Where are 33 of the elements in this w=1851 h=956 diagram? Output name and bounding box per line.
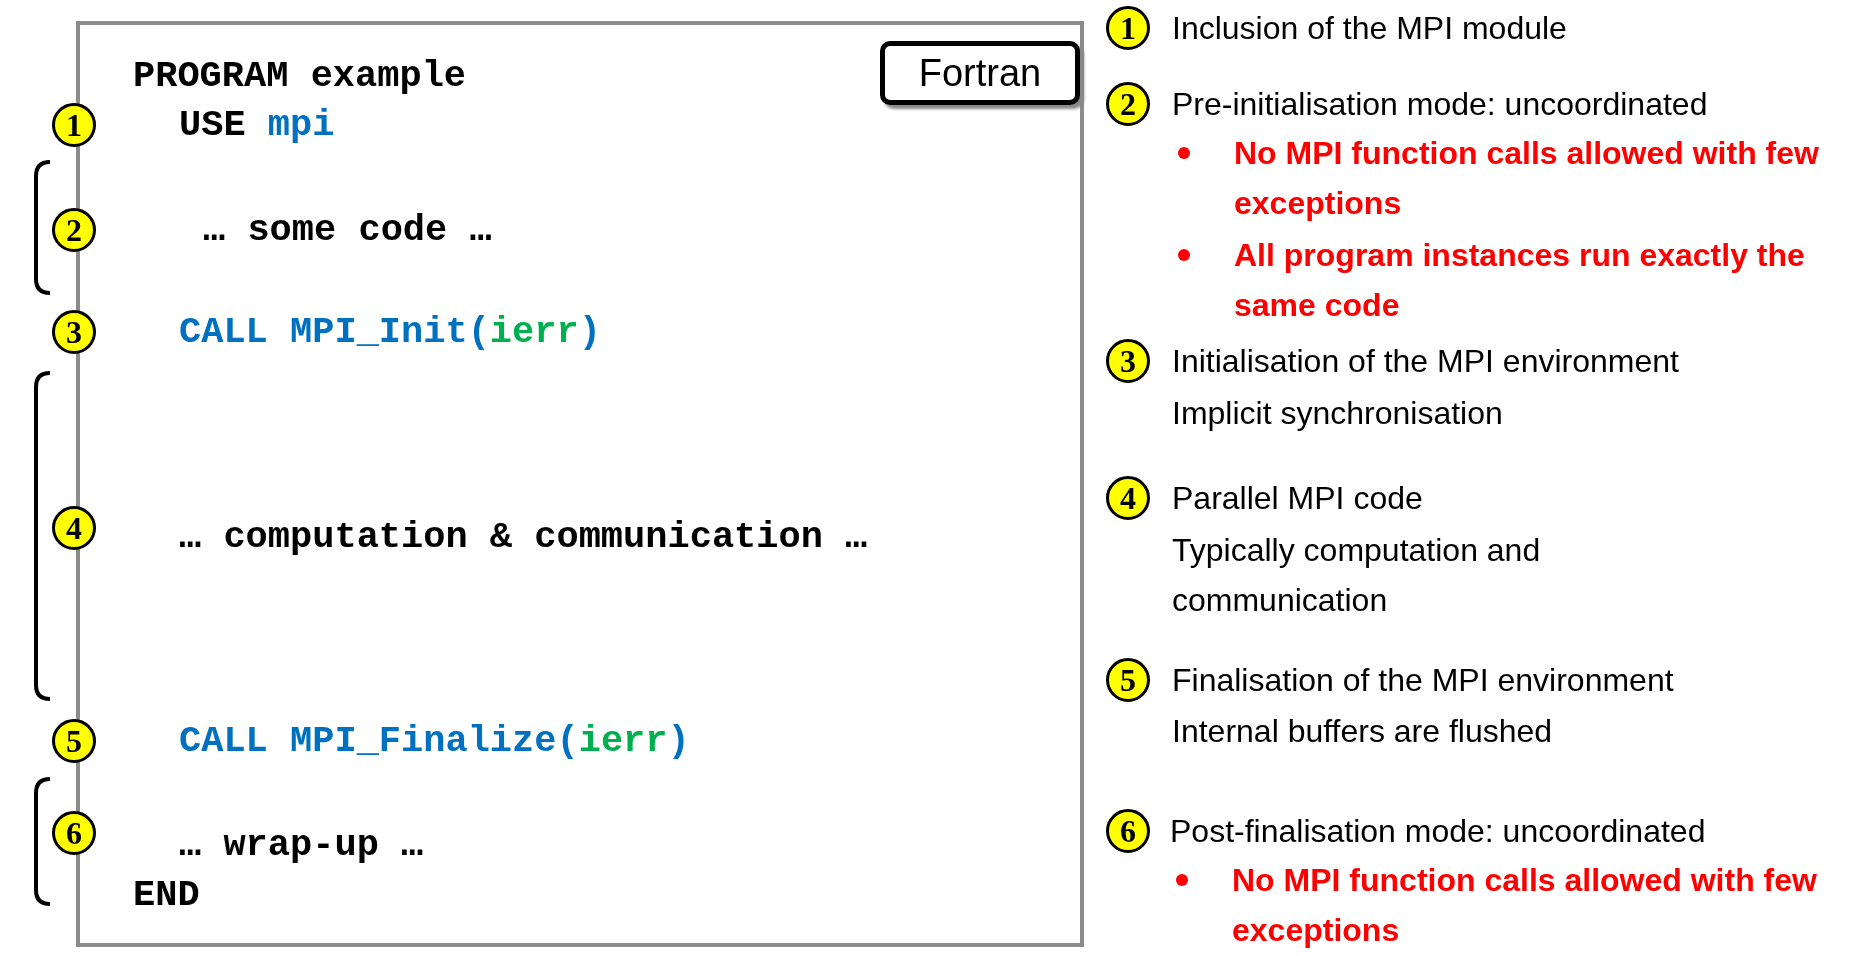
callout-number: 6 [1106, 809, 1150, 853]
annotation-text: Initialisation of the MPI environment [1172, 342, 1680, 381]
callout-number: 1 [52, 103, 96, 147]
callout-number: 4 [1106, 476, 1150, 520]
code-line: … wrap-up … [179, 823, 424, 867]
callout-number: 4 [52, 506, 96, 550]
code-line: … computation & communication … [179, 515, 868, 559]
callout-number: 3 [1106, 339, 1150, 383]
annotation-text: Internal buffers are flushed [1172, 712, 1554, 751]
callout-number: 5 [52, 719, 96, 763]
callout-number: 6 [52, 811, 96, 855]
code-line: CALL MPI_Init(ierr) [179, 310, 601, 354]
annotation-text: Typically computation and communication [1172, 531, 1542, 620]
annotation-text: Parallel MPI code [1172, 479, 1424, 518]
annotation-text: Pre-initialisation mode: uncoordinated [1172, 85, 1709, 124]
annotation-text: Inclusion of the MPI module [1172, 9, 1568, 48]
callout-number: 2 [1106, 82, 1150, 126]
code-line: CALL MPI_Finalize(ierr) [179, 719, 690, 763]
callout-number: 2 [52, 208, 96, 252]
code-line: END [133, 873, 200, 917]
code-line: … some code … [203, 208, 492, 252]
callout-number: 1 [1106, 6, 1150, 50]
callout-number: 3 [52, 310, 96, 354]
code-line: PROGRAM example [133, 54, 467, 98]
bullet-text: No MPI function calls allowed with few exceptions [1234, 134, 1820, 223]
bullet-text: All program instances run exactly the same code [1234, 236, 1806, 325]
annotation-text: Post-finalisation mode: uncoordinated [1170, 812, 1707, 851]
bullet-text: No MPI function calls allowed with few exceptions [1232, 861, 1818, 950]
annotation-text: Implicit synchronisation [1172, 394, 1504, 433]
annotation-text: Finalisation of the MPI environment [1172, 661, 1675, 700]
language-tag: Fortran [880, 41, 1080, 105]
callout-number: 5 [1106, 658, 1150, 702]
code-line: USE mpi [179, 103, 335, 147]
